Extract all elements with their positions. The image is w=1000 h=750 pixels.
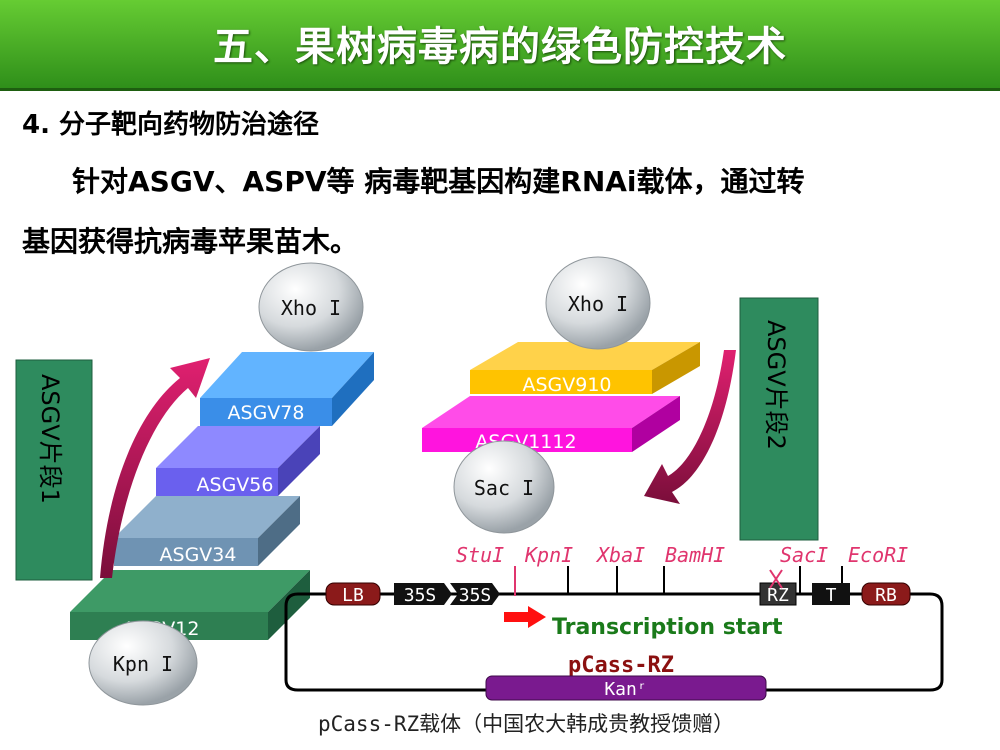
right-bars: ASGV910 ASGV1112	[422, 342, 700, 453]
vector-name: pCass-RZ	[568, 653, 674, 678]
slide-title: 五、果树病毒病的绿色防控技术	[213, 24, 787, 70]
element-rz: RZ	[767, 585, 789, 606]
bar-asgv910	[470, 370, 652, 394]
element-35s-1: 35S	[404, 585, 437, 606]
right-side-box: ASGV片段2	[739, 297, 819, 541]
left-bottom-enzyme-bubble: Kpn I	[88, 620, 198, 706]
right-side-label: ASGV片段2	[762, 320, 790, 450]
step-asgv56-label: ASGV56	[197, 474, 274, 496]
left-bottom-enzyme-label: Kpn I	[113, 652, 173, 676]
left-side-box: ASGV片段1	[15, 359, 93, 581]
left-staircase: ASGV78 ASGV56 ASGV34 ASGV12	[70, 352, 374, 640]
element-lb: LB	[342, 585, 364, 606]
step-asgv78-label: ASGV78	[228, 402, 305, 424]
right-top-enzyme-label: Xho I	[568, 292, 628, 316]
right-curved-arrow	[644, 350, 736, 504]
site-xbai: XbaI	[595, 543, 645, 567]
right-bottom-enzyme-label: Sac I	[474, 476, 534, 500]
site-stui: StuI	[456, 543, 504, 567]
step-asgv56	[156, 468, 278, 496]
element-kan: Kanʳ	[604, 679, 647, 700]
left-top-enzyme-label: Xho I	[281, 296, 341, 320]
site-bamhi: BamHI	[665, 543, 725, 567]
step-asgv34-label: ASGV34	[160, 544, 237, 566]
title-bar	[0, 0, 1000, 91]
body-text-line1: 针对ASGV、ASPV等 病毒靶基因构建RNAi载体，通过转	[72, 165, 805, 198]
right-bottom-enzyme-bubble: Sac I	[453, 440, 555, 534]
transcription-start-label: Transcription start	[552, 615, 783, 640]
left-side-label: ASGV片段1	[36, 374, 64, 504]
bar-asgv910-label: ASGV910	[522, 374, 611, 396]
left-top-enzyme-bubble: Xho I	[258, 262, 364, 352]
right-top-enzyme-bubble: Xho I	[545, 256, 651, 350]
figure-caption: pCass-RZ载体（中国农大韩成贵教授馈赠）	[318, 712, 735, 736]
element-rb: RB	[875, 585, 897, 606]
element-35s-2: 35S	[459, 585, 492, 606]
transcription-arrow-icon	[504, 606, 546, 628]
step-asgv34	[114, 538, 258, 566]
site-kpni: KpnI	[524, 543, 573, 567]
section-heading: 4. 分子靶向药物防治途径	[22, 110, 320, 140]
body-text-line2: 基因获得抗病毒苹果苗木。	[22, 225, 359, 258]
vector-map: StuI KpnI XbaI BamHI SacI EcoRI LB 35S 3…	[284, 543, 944, 701]
left-curved-arrow	[100, 358, 210, 578]
site-ecori: EcoRI	[848, 543, 908, 567]
step-asgv78	[200, 398, 332, 426]
element-t: T	[826, 585, 837, 606]
site-saci: SacI	[780, 543, 828, 567]
